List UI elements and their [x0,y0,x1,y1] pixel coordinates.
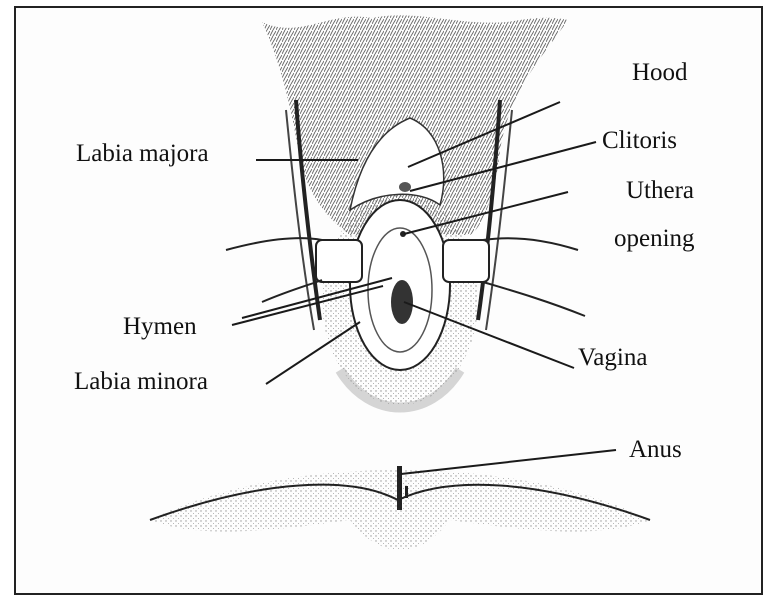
label-hymen: Hymen [123,314,197,339]
anus-shape [397,466,402,510]
label-urethra-line1: Uthera [626,178,694,203]
label-clitoris: Clitoris [602,128,677,153]
leader-anus [401,450,616,474]
label-labia-majora: Labia majora [76,141,209,166]
label-labia-minora: Labia minora [74,369,208,394]
label-hood: Hood [632,60,688,85]
label-anus: Anus [629,437,682,462]
left-retractor [316,240,362,282]
vagina-shape [391,280,413,324]
label-urethra-line2: opening [614,226,695,251]
right-retractor [443,240,489,282]
clitoris-shape [399,182,411,192]
label-vagina: Vagina [578,345,647,370]
